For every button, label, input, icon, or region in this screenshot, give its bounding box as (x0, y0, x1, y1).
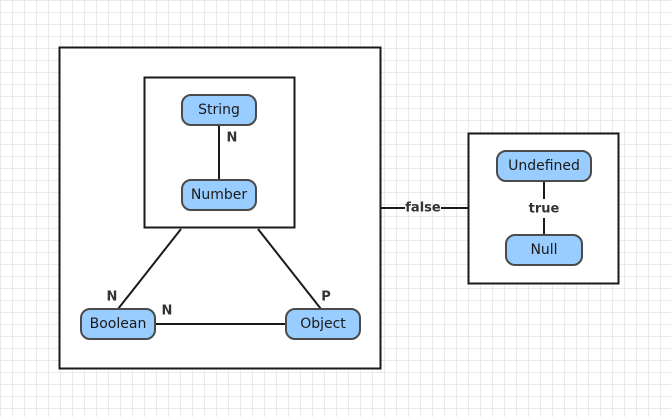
node-null-label: Null (530, 242, 557, 258)
node-object-label: Object (300, 316, 346, 332)
node-string[interactable]: String (181, 94, 257, 126)
edge-inner-object (257, 228, 322, 310)
edge-label-left-right: false (405, 201, 441, 216)
node-boolean[interactable]: Boolean (80, 308, 156, 340)
node-number-label: Number (191, 187, 247, 203)
edge-inner-boolean (117, 228, 182, 310)
edge-label-string-number: N (227, 131, 238, 146)
edge-label-boolean-object: N (162, 304, 173, 319)
node-undefined[interactable]: Undefined (496, 150, 592, 182)
node-string-label: String (198, 102, 240, 118)
edge-label-inner-boolean: N (107, 290, 118, 305)
edge-label-undefined-null: true (529, 202, 560, 217)
node-number[interactable]: Number (181, 179, 257, 211)
node-undefined-label: Undefined (508, 158, 580, 174)
node-null[interactable]: Null (505, 234, 583, 266)
node-object[interactable]: Object (285, 308, 361, 340)
node-boolean-label: Boolean (90, 316, 147, 332)
edge-label-inner-object: P (321, 290, 331, 305)
